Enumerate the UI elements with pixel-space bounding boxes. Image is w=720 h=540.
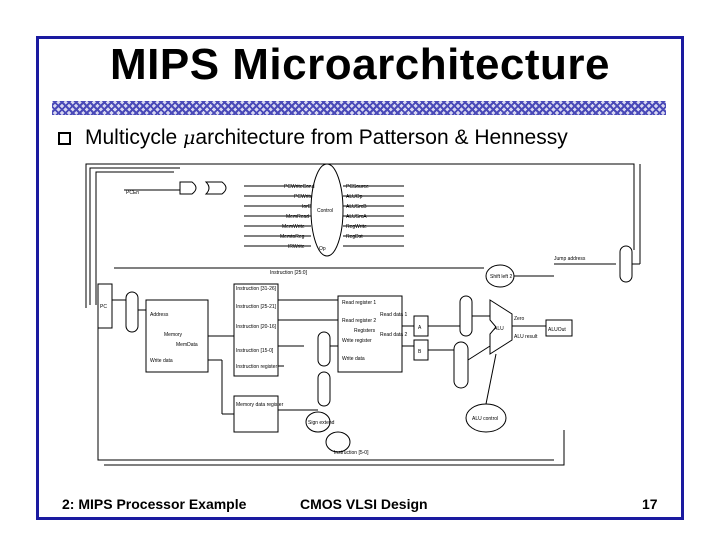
feedback-wire <box>89 167 180 305</box>
svg-text:Instruction [25:0]: Instruction [25:0] <box>270 270 308 276</box>
control-unit <box>310 163 344 257</box>
bottom-wire <box>104 430 565 466</box>
feedback-wire <box>85 163 635 308</box>
svg-text:Zero: Zero <box>514 316 525 322</box>
svg-text:MemRead: MemRead <box>286 214 309 220</box>
mu-symbol: μ <box>183 127 196 149</box>
footer-course-title: 2: MIPS Processor Example <box>62 496 247 512</box>
datapath-diagram: PCEn PCWriteCond PCWrite IorD MemRead Me… <box>85 163 641 466</box>
svg-text:Registers: Registers <box>354 328 376 334</box>
bullet-text-before: Multicycle <box>85 126 184 149</box>
svg-text:Read data 1: Read data 1 <box>380 312 407 318</box>
bullet-item: Multicycle μarchitecture from Patterson … <box>58 126 568 150</box>
svg-text:Shift left 2: Shift left 2 <box>490 274 512 280</box>
svg-text:IorD: IorD <box>302 204 312 210</box>
instruction-register <box>233 283 279 377</box>
pc-source-mux <box>619 245 633 283</box>
svg-text:Memory data register: Memory data register <box>236 402 284 408</box>
alu-shape <box>489 299 513 355</box>
bullet-text-after: architecture from Patterson & Hennessy <box>195 126 568 149</box>
svg-text:Read register 1: Read register 1 <box>342 300 376 306</box>
svg-text:ALUOp: ALUOp <box>346 194 363 200</box>
svg-text:Write register: Write register <box>342 338 372 344</box>
title-divider <box>52 101 666 115</box>
svg-text:MemWrite: MemWrite <box>282 224 305 230</box>
svg-text:Instruction [20-16]: Instruction [20-16] <box>236 324 277 330</box>
bottom-wire <box>97 306 554 461</box>
svg-text:ALUOut: ALUOut <box>548 327 566 333</box>
shift-left-2b <box>325 431 351 453</box>
svg-text:Write data: Write data <box>342 356 365 362</box>
alusrca-mux <box>459 295 473 337</box>
svg-text:ALU: ALU <box>494 326 504 332</box>
aluout-register <box>545 319 573 337</box>
alusrcb-mux <box>453 341 469 389</box>
svg-text:Instruction [15-0]: Instruction [15-0] <box>236 348 274 354</box>
footer-subject: CMOS VLSI Design <box>300 496 428 512</box>
svg-text:PCEn: PCEn <box>126 190 139 196</box>
svg-text:ALU control: ALU control <box>472 416 498 422</box>
svg-text:ALU result: ALU result <box>514 334 538 340</box>
svg-text:A: A <box>418 325 422 331</box>
regdst-mux <box>317 331 331 367</box>
slide-title: MIPS Microarchitecture <box>109 40 611 89</box>
svg-text:PCWriteCond: PCWriteCond <box>284 184 315 190</box>
svg-text:ALUSrcA: ALUSrcA <box>346 214 367 220</box>
or-gate <box>204 181 227 195</box>
feedback-wire <box>95 171 174 305</box>
square-bullet-icon <box>58 132 71 145</box>
iord-mux <box>125 291 139 333</box>
svg-text:B: B <box>418 349 422 355</box>
svg-text:MemtoReg: MemtoReg <box>280 234 305 240</box>
svg-text:Sign extend: Sign extend <box>308 420 335 426</box>
svg-text:Read data 2: Read data 2 <box>380 332 407 338</box>
svg-text:PCSource: PCSource <box>346 184 369 190</box>
svg-text:Control: Control <box>317 208 333 214</box>
svg-text:Jump address: Jump address <box>554 256 586 262</box>
and-gate <box>179 181 197 195</box>
svg-text:Write data: Write data <box>150 358 173 364</box>
register-file <box>337 295 403 373</box>
svg-text:RegDst: RegDst <box>346 234 363 240</box>
svg-text:Read register 2: Read register 2 <box>342 318 376 324</box>
svg-text:RegWrite: RegWrite <box>346 224 367 230</box>
svg-text:Instruction [5-0]: Instruction [5-0] <box>334 450 369 456</box>
svg-text:Instruction [25-21]: Instruction [25-21] <box>236 304 277 310</box>
svg-text:Address: Address <box>150 312 169 318</box>
svg-text:Memory: Memory <box>164 332 183 338</box>
memtoreg-mux <box>317 371 331 407</box>
svg-text:PCWrite: PCWrite <box>294 194 313 200</box>
svg-text:MemData: MemData <box>176 342 198 348</box>
svg-text:Instruction register: Instruction register <box>236 364 277 370</box>
svg-text:IRWrite: IRWrite <box>288 244 305 250</box>
slide-frame <box>36 36 684 520</box>
svg-text:Op: Op <box>319 246 326 252</box>
footer-page-number: 17 <box>642 496 658 512</box>
sign-extend-unit <box>305 411 331 433</box>
svg-text:PC: PC <box>100 304 107 310</box>
pc-register <box>97 283 113 329</box>
svg-text:ALUSrcB: ALUSrcB <box>346 204 367 210</box>
svg-text:Instruction [31-26]: Instruction [31-26] <box>236 286 277 292</box>
